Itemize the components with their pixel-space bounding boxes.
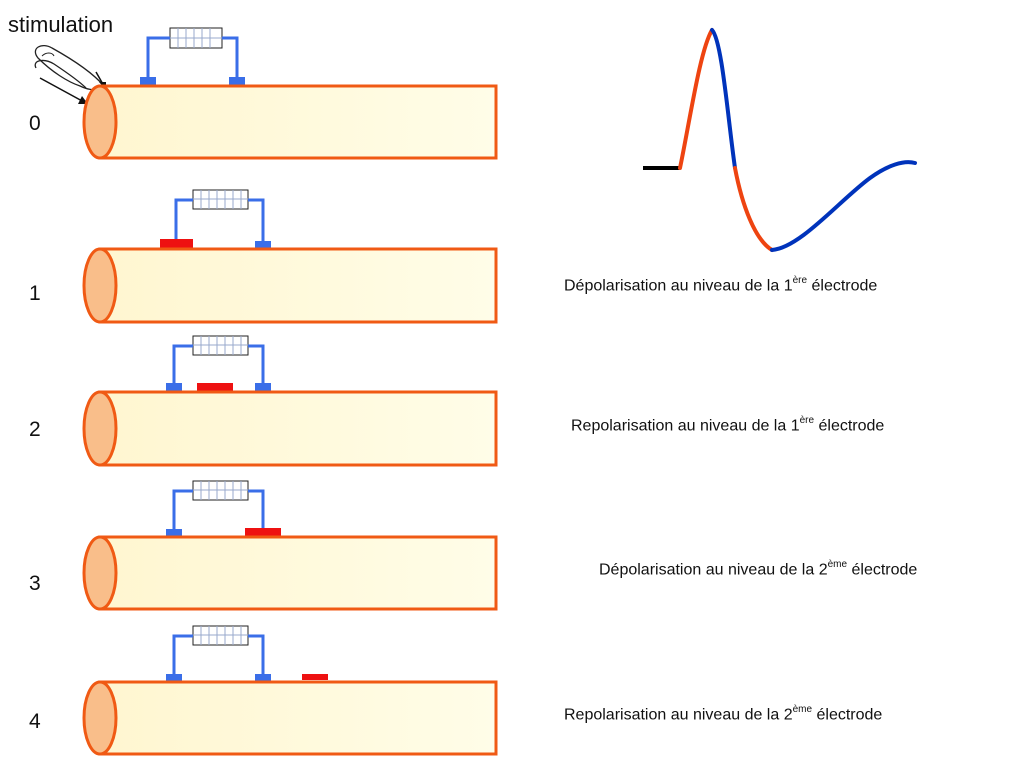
fiber-row-2 — [82, 335, 498, 467]
step-number-3: 3 — [29, 572, 41, 595]
nerve-fiber-end — [82, 535, 118, 611]
active-zone-electrode-1 — [160, 239, 193, 248]
caption-step-3: Dépolarisation au niveau de la 2ème élec… — [599, 559, 918, 579]
active-zone — [302, 674, 328, 680]
step-number-0: 0 — [29, 112, 41, 135]
electrode-2 — [255, 241, 271, 249]
caption-text: Repolarisation au niveau de la 2 — [564, 706, 793, 724]
step-number-2: 2 — [29, 418, 41, 441]
caption-superscript: ère — [799, 415, 815, 426]
electrode-1 — [140, 77, 156, 85]
caption-superscript: ème — [827, 559, 848, 570]
nerve-fiber-end — [82, 84, 118, 160]
waveform-second-repolarization — [770, 160, 917, 252]
caption-text: Repolarisation au niveau de la 1 — [571, 417, 800, 435]
fiber-row-0 — [82, 27, 498, 160]
recording-wire — [172, 634, 265, 676]
electrode-2 — [255, 383, 271, 391]
nerve-fiber-body — [98, 390, 498, 467]
active-zone — [197, 383, 233, 392]
step-number-4: 4 — [29, 710, 41, 733]
waveform-repolarization — [710, 28, 737, 170]
waveform-depolarization — [678, 28, 714, 170]
caption-text: Dépolarisation au niveau de la 1 — [564, 277, 793, 295]
caption-suffix: électrode — [847, 561, 918, 579]
resistor-icon — [192, 480, 249, 501]
nerve-fiber-end — [82, 390, 118, 467]
nerve-fiber-body — [98, 84, 498, 160]
resistor-icon — [192, 189, 249, 210]
caption-text: Dépolarisation au niveau de la 2 — [599, 561, 828, 579]
nerve-fiber-body — [98, 535, 498, 611]
caption-suffix: électrode — [814, 417, 885, 435]
action-potential-waveform — [643, 28, 917, 252]
fiber-row-1 — [82, 189, 498, 324]
stimulation-label: stimulation — [8, 12, 114, 37]
resistor-icon — [192, 335, 249, 356]
caption-step-1: Dépolarisation au niveau de la 1ère élec… — [564, 275, 878, 295]
caption-superscript: ère — [792, 275, 808, 286]
caption-superscript: ème — [792, 704, 813, 715]
nerve-fiber-body — [98, 680, 498, 756]
step-number-1: 1 — [29, 282, 41, 305]
stimulation-finger-icon — [34, 44, 105, 91]
electrode-1 — [166, 529, 182, 537]
caption-suffix: électrode — [812, 706, 883, 724]
resistor-icon — [192, 625, 249, 646]
caption-step-4: Repolarisation au niveau de la 2ème élec… — [564, 704, 883, 724]
resistor-icon — [169, 27, 223, 49]
recording-wire — [174, 198, 265, 242]
nerve-fiber-end — [82, 680, 118, 756]
caption-step-2: Repolarisation au niveau de la 1ère élec… — [571, 415, 885, 435]
waveform-second-depolarization — [733, 166, 774, 252]
active-zone-electrode-2 — [245, 528, 281, 537]
electrode-1 — [166, 383, 182, 391]
caption-suffix: électrode — [807, 277, 878, 295]
electrode-2 — [229, 77, 245, 85]
nerve-fiber-body — [98, 247, 498, 324]
fiber-row-4 — [82, 625, 498, 756]
electrode-1 — [166, 674, 182, 682]
recording-wire — [172, 489, 265, 532]
fiber-row-3 — [82, 480, 498, 611]
electrode-2 — [255, 674, 271, 682]
recording-wire — [172, 344, 265, 386]
recording-wire — [146, 36, 239, 80]
nerve-fiber-end — [82, 247, 118, 324]
